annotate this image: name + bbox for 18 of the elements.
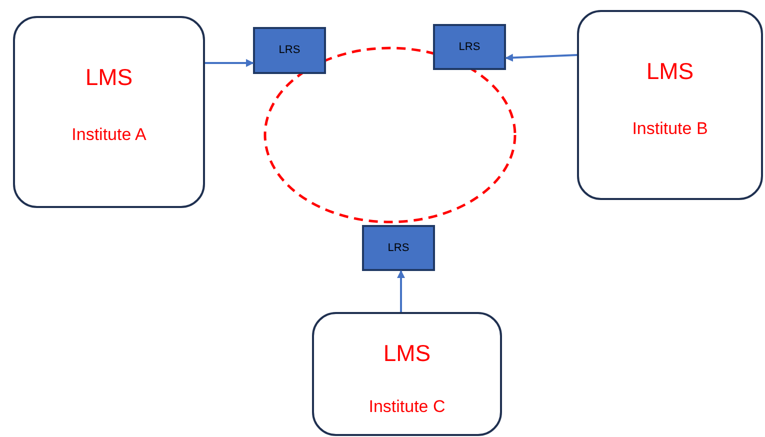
arrow	[397, 270, 405, 312]
store-box	[362, 225, 435, 271]
store-box	[253, 27, 326, 74]
store-label: LRS	[388, 240, 410, 256]
system-box	[577, 10, 763, 200]
system-title: LMS	[84, 63, 134, 92]
system-subtitle: Institute B	[631, 118, 709, 140]
store-label: LRS	[458, 40, 480, 55]
store-box	[433, 24, 506, 70]
system-title: LMS	[382, 339, 432, 368]
arrow	[205, 59, 254, 67]
system-box	[13, 16, 205, 208]
system-box	[312, 312, 502, 436]
system-title: LMS	[645, 57, 695, 86]
arrow	[505, 54, 578, 62]
system-subtitle: Institute C	[368, 396, 446, 418]
system-subtitle: Institute A	[70, 124, 148, 146]
store-label: LRS	[278, 43, 300, 58]
